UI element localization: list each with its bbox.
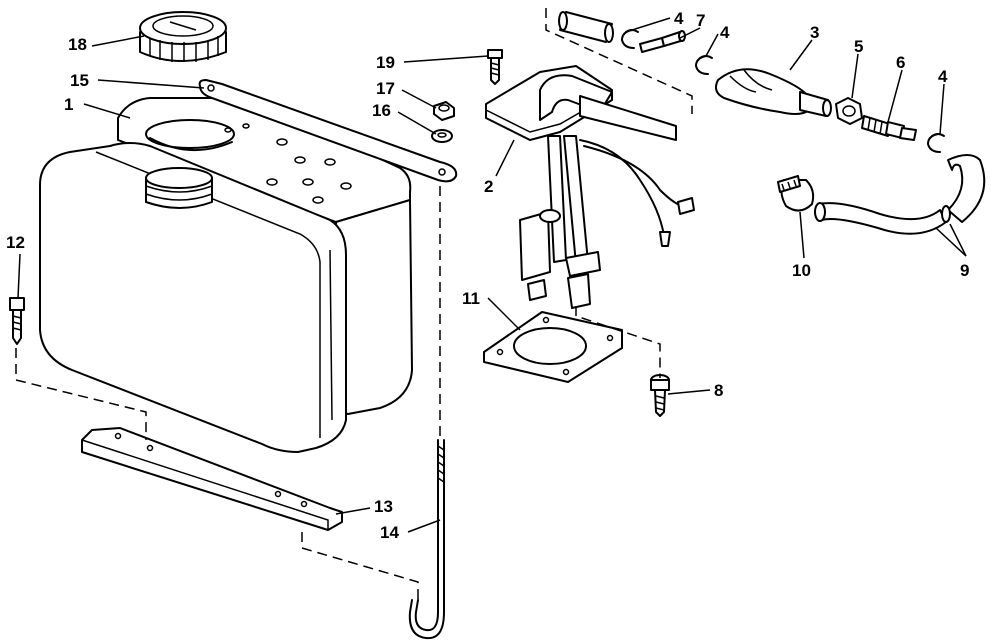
tank-top-holes [224, 123, 352, 204]
callout-5: 5 [854, 37, 863, 56]
filler-cap [139, 11, 227, 62]
callout-10: 10 [792, 261, 811, 280]
assembly-lines [15, 8, 693, 600]
washer [431, 129, 453, 143]
callout-2: 2 [484, 177, 493, 196]
callout-19: 19 [376, 53, 395, 72]
leader-lines [17, 17, 967, 533]
callout-15: 15 [70, 71, 89, 90]
screw-19 [487, 49, 503, 85]
callout-9: 9 [960, 261, 969, 280]
nut-5 [835, 97, 863, 125]
callout-4b: 4 [720, 23, 730, 42]
callout-16: 16 [372, 101, 391, 120]
callout-1: 1 [64, 95, 73, 114]
callout-14: 14 [380, 523, 399, 542]
sleeve [558, 11, 614, 43]
clamp-4a [621, 29, 639, 49]
callout-12: 12 [6, 233, 25, 252]
callout-6: 6 [896, 53, 905, 72]
fitting-7 [639, 30, 686, 53]
callout-18: 18 [68, 35, 87, 54]
screw-8 [650, 374, 670, 417]
nut [433, 101, 455, 121]
callouts: 1 2 3 4 4 4 5 6 7 8 9 10 11 12 13 14 15 … [6, 9, 969, 542]
callout-11: 11 [462, 289, 480, 308]
callout-4c: 4 [938, 67, 948, 86]
callout-3: 3 [810, 23, 819, 42]
screw-12 [9, 297, 25, 345]
primer-bulb [715, 68, 832, 117]
fuel-hose [814, 154, 986, 235]
callout-13: 13 [374, 497, 393, 516]
j-bolt [408, 439, 445, 640]
callout-8: 8 [714, 381, 723, 400]
tank-strap [198, 79, 458, 183]
tank-bracket [81, 427, 343, 531]
callout-7: 7 [696, 11, 705, 30]
hose-clamp [777, 175, 815, 212]
callout-4a: 4 [674, 9, 684, 28]
callout-17: 17 [376, 79, 395, 98]
clamp-4b [695, 55, 713, 75]
fuel-tank [39, 97, 413, 453]
gasket [483, 311, 623, 383]
fitting-6 [861, 115, 917, 141]
clamp-4c [927, 133, 945, 153]
fuel-pickup-assembly [485, 65, 695, 309]
